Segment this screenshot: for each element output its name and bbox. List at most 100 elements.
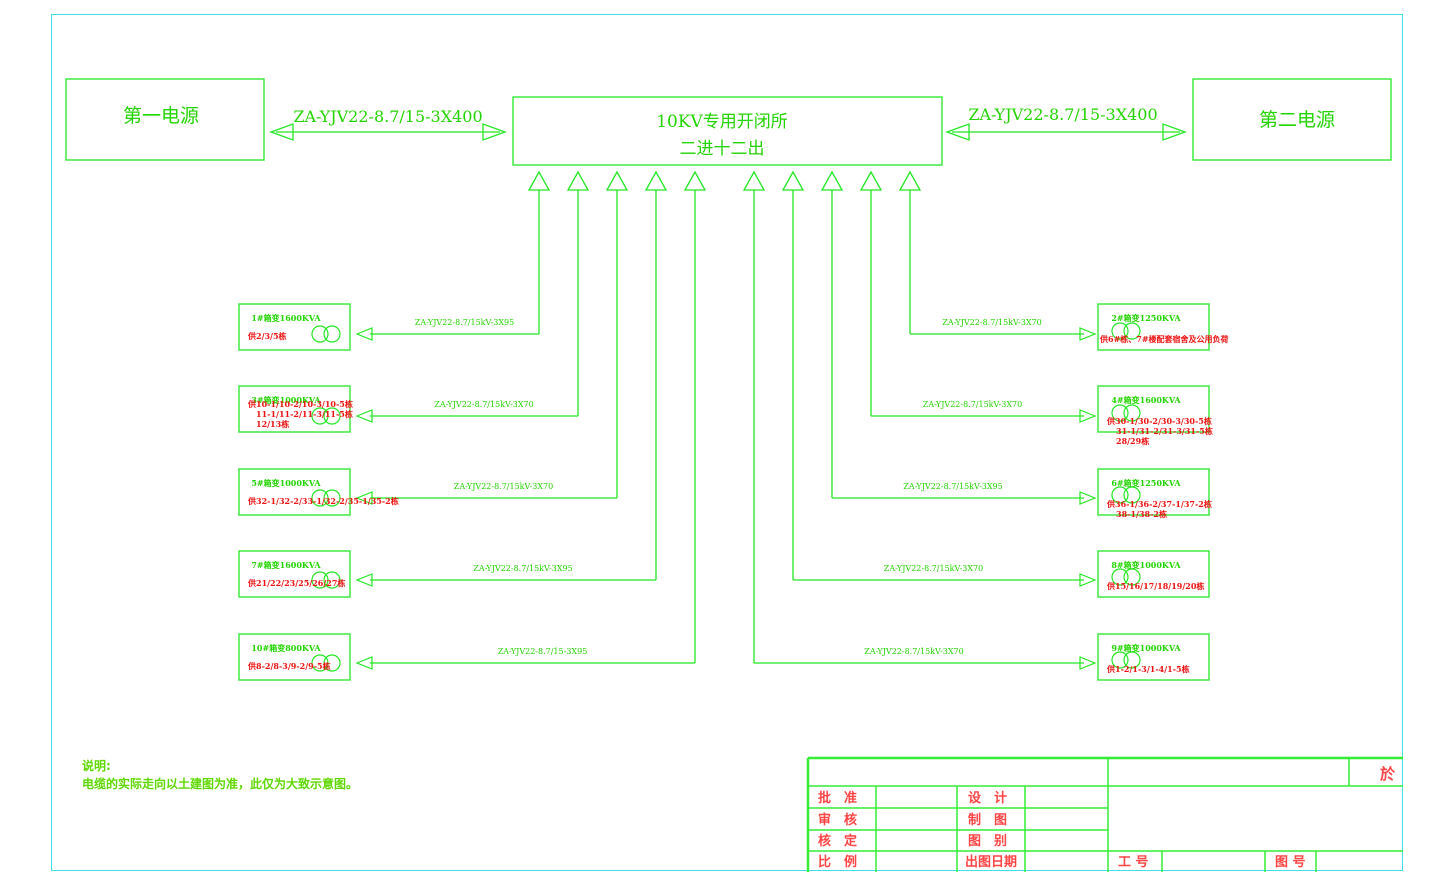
supply-text: 供36-1/36-2/37-1/37-2栋 bbox=[1106, 499, 1212, 509]
transformer-icon bbox=[311, 407, 329, 425]
transformer-title: 10#箱变800KVA bbox=[251, 643, 321, 653]
transformer-box bbox=[1097, 385, 1210, 433]
supply-text: 38-1/38-2栋 bbox=[1116, 509, 1167, 519]
switch-station-title: 10KV专用开闭所 bbox=[656, 112, 788, 132]
drawing-no-label: 图 号 bbox=[1275, 855, 1306, 870]
draw-label: 制 图 bbox=[968, 812, 1007, 828]
transformer-icon bbox=[1111, 568, 1129, 586]
transformer-icon bbox=[1111, 404, 1129, 422]
feeder-cable-label: ZA-YJV22-8.7/15kV-3X70 bbox=[923, 400, 1022, 409]
transformer-icon bbox=[1123, 651, 1141, 669]
transformer-box bbox=[1097, 550, 1210, 598]
transformer-title: 2#箱变1250KVA bbox=[1111, 313, 1181, 323]
arrow-left-icon bbox=[269, 123, 294, 141]
transformer-title: 3#箱变1000KVA bbox=[251, 395, 321, 405]
arrow-left-icon bbox=[355, 409, 373, 423]
verify-label: 核 定 bbox=[818, 833, 857, 849]
arrow-right-icon bbox=[1079, 656, 1097, 670]
arrow-right-icon bbox=[482, 123, 507, 141]
transformer-icon bbox=[1111, 651, 1129, 669]
transformer-icon bbox=[1123, 568, 1141, 586]
main-cable-left-label: ZA-YJV22-8.7/15-3X400 bbox=[293, 107, 482, 126]
source-2-box bbox=[1192, 78, 1392, 161]
arrow-left-icon bbox=[355, 327, 373, 341]
switch-station-box bbox=[512, 96, 943, 166]
transformer-box bbox=[238, 468, 351, 516]
supply-text: 供6#栋、7#楼配套宿舍及公用负荷 bbox=[1099, 334, 1229, 344]
transformer-icon bbox=[1123, 404, 1141, 422]
main-cable-right-label: ZA-YJV22-8.7/15-3X400 bbox=[968, 105, 1157, 124]
approve-label: 批 准 bbox=[818, 790, 857, 806]
project-no-label: 工 号 bbox=[1118, 855, 1149, 870]
supply-text: 供1-2/1-3/1-4/1-5栋 bbox=[1106, 664, 1190, 674]
check-label: 图 别 bbox=[968, 834, 1007, 849]
arrow-left-icon bbox=[355, 573, 373, 587]
supply-text: 供15/16/17/18/19/20栋 bbox=[1106, 581, 1204, 591]
arrow-right-icon bbox=[1079, 491, 1097, 505]
drawing-border bbox=[51, 14, 1403, 871]
design-label: 设 计 bbox=[968, 790, 1007, 806]
arrow-right-icon bbox=[1079, 327, 1097, 341]
supply-text: 供32-1/32-2/33-1/32-2/35-1/35-2栋 bbox=[247, 496, 399, 506]
arrow-left-icon bbox=[945, 123, 970, 141]
feeder-cable-label: ZA-YJV22-8.7/15kV-3X70 bbox=[864, 647, 963, 656]
transformer-icon bbox=[323, 489, 341, 507]
arrow-left-icon bbox=[355, 491, 373, 505]
arrow-right-icon bbox=[1162, 123, 1187, 141]
notes-text: 电缆的实际走向以土建图为准，此仅为大致示意图。 bbox=[82, 777, 359, 791]
transformer-icon bbox=[323, 654, 341, 672]
arrow-right-icon bbox=[1079, 573, 1097, 587]
feeder-cable-label: ZA-YJV22-8.7/15kV-3X70 bbox=[942, 318, 1041, 327]
switch-station-subtitle: 二进十二出 bbox=[680, 139, 765, 159]
supply-text: 11-1/11-2/11-3/11-5栋 bbox=[256, 409, 353, 419]
transformer-title: 6#箱变1250KVA bbox=[1111, 478, 1181, 488]
transformer-icon bbox=[311, 325, 329, 343]
transformer-icon bbox=[311, 571, 329, 589]
transformer-box bbox=[1097, 303, 1210, 351]
arrow-left-icon bbox=[355, 656, 373, 670]
feeder-cable-label: ZA-YJV22-8.7/15kV-3X70 bbox=[434, 400, 533, 409]
transformer-icon bbox=[323, 571, 341, 589]
feeder-cable-label: ZA-YJV22-8.7/15-3X95 bbox=[498, 647, 588, 656]
transformer-title: 5#箱变1000KVA bbox=[251, 478, 321, 488]
transformer-box bbox=[238, 385, 351, 433]
transformer-icon bbox=[1123, 322, 1141, 340]
feeder-cable-label: ZA-YJV22-8.7/15kV-3X70 bbox=[884, 564, 983, 573]
corner-mark: 於 bbox=[1380, 765, 1396, 783]
supply-text: 供2/3/5栋 bbox=[247, 331, 287, 341]
scale-label: 比 例 bbox=[818, 854, 857, 870]
transformer-icon bbox=[323, 325, 341, 343]
transformer-box bbox=[238, 303, 351, 351]
transformer-icon bbox=[1123, 486, 1141, 504]
transformer-box bbox=[238, 633, 351, 681]
feeder-cable-label: ZA-YJV22-8.7/15kV-3X95 bbox=[903, 482, 1002, 491]
transformer-box bbox=[1097, 468, 1210, 516]
source-1-label: 第一电源 bbox=[123, 105, 199, 127]
supply-text: 31-1/31-2/31-3/31-5栋 bbox=[1116, 426, 1213, 436]
transformer-title: 7#箱变1600KVA bbox=[251, 560, 321, 570]
transformer-icon bbox=[323, 407, 341, 425]
review-label: 审 核 bbox=[818, 812, 857, 828]
supply-text: 供30-1/30-2/30-3/30-5栋 bbox=[1106, 416, 1212, 426]
feeder-cable-label: ZA-YJV22-8.7/15kV-3X95 bbox=[415, 318, 514, 327]
transformer-title: 4#箱变1600KVA bbox=[1111, 395, 1181, 405]
transformer-icon bbox=[1111, 486, 1129, 504]
supply-text: 12/13栋 bbox=[256, 419, 289, 429]
issue-date-label: 出图日期 bbox=[965, 854, 1017, 870]
supply-text: 供21/22/23/25/26/27栋 bbox=[247, 578, 345, 588]
transformer-title: 9#箱变1000KVA bbox=[1111, 643, 1181, 653]
supply-text: 供8-2/8-3/9-2/9-5栋 bbox=[247, 661, 331, 671]
transformer-icon bbox=[1111, 322, 1129, 340]
source-2-label: 第二电源 bbox=[1259, 109, 1335, 131]
feeder-cable-label: ZA-YJV22-8.7/15kV-3X95 bbox=[473, 564, 572, 573]
feeder-cable-label: ZA-YJV22-8.7/15kV-3X70 bbox=[454, 482, 553, 491]
source-1-box bbox=[65, 78, 265, 161]
transformer-icon bbox=[311, 489, 329, 507]
arrow-right-icon bbox=[1079, 409, 1097, 423]
transformer-box bbox=[238, 550, 351, 598]
transformer-title: 8#箱变1000KVA bbox=[1111, 560, 1181, 570]
transformer-icon bbox=[311, 654, 329, 672]
transformer-title: 1#箱变1600KVA bbox=[251, 313, 321, 323]
